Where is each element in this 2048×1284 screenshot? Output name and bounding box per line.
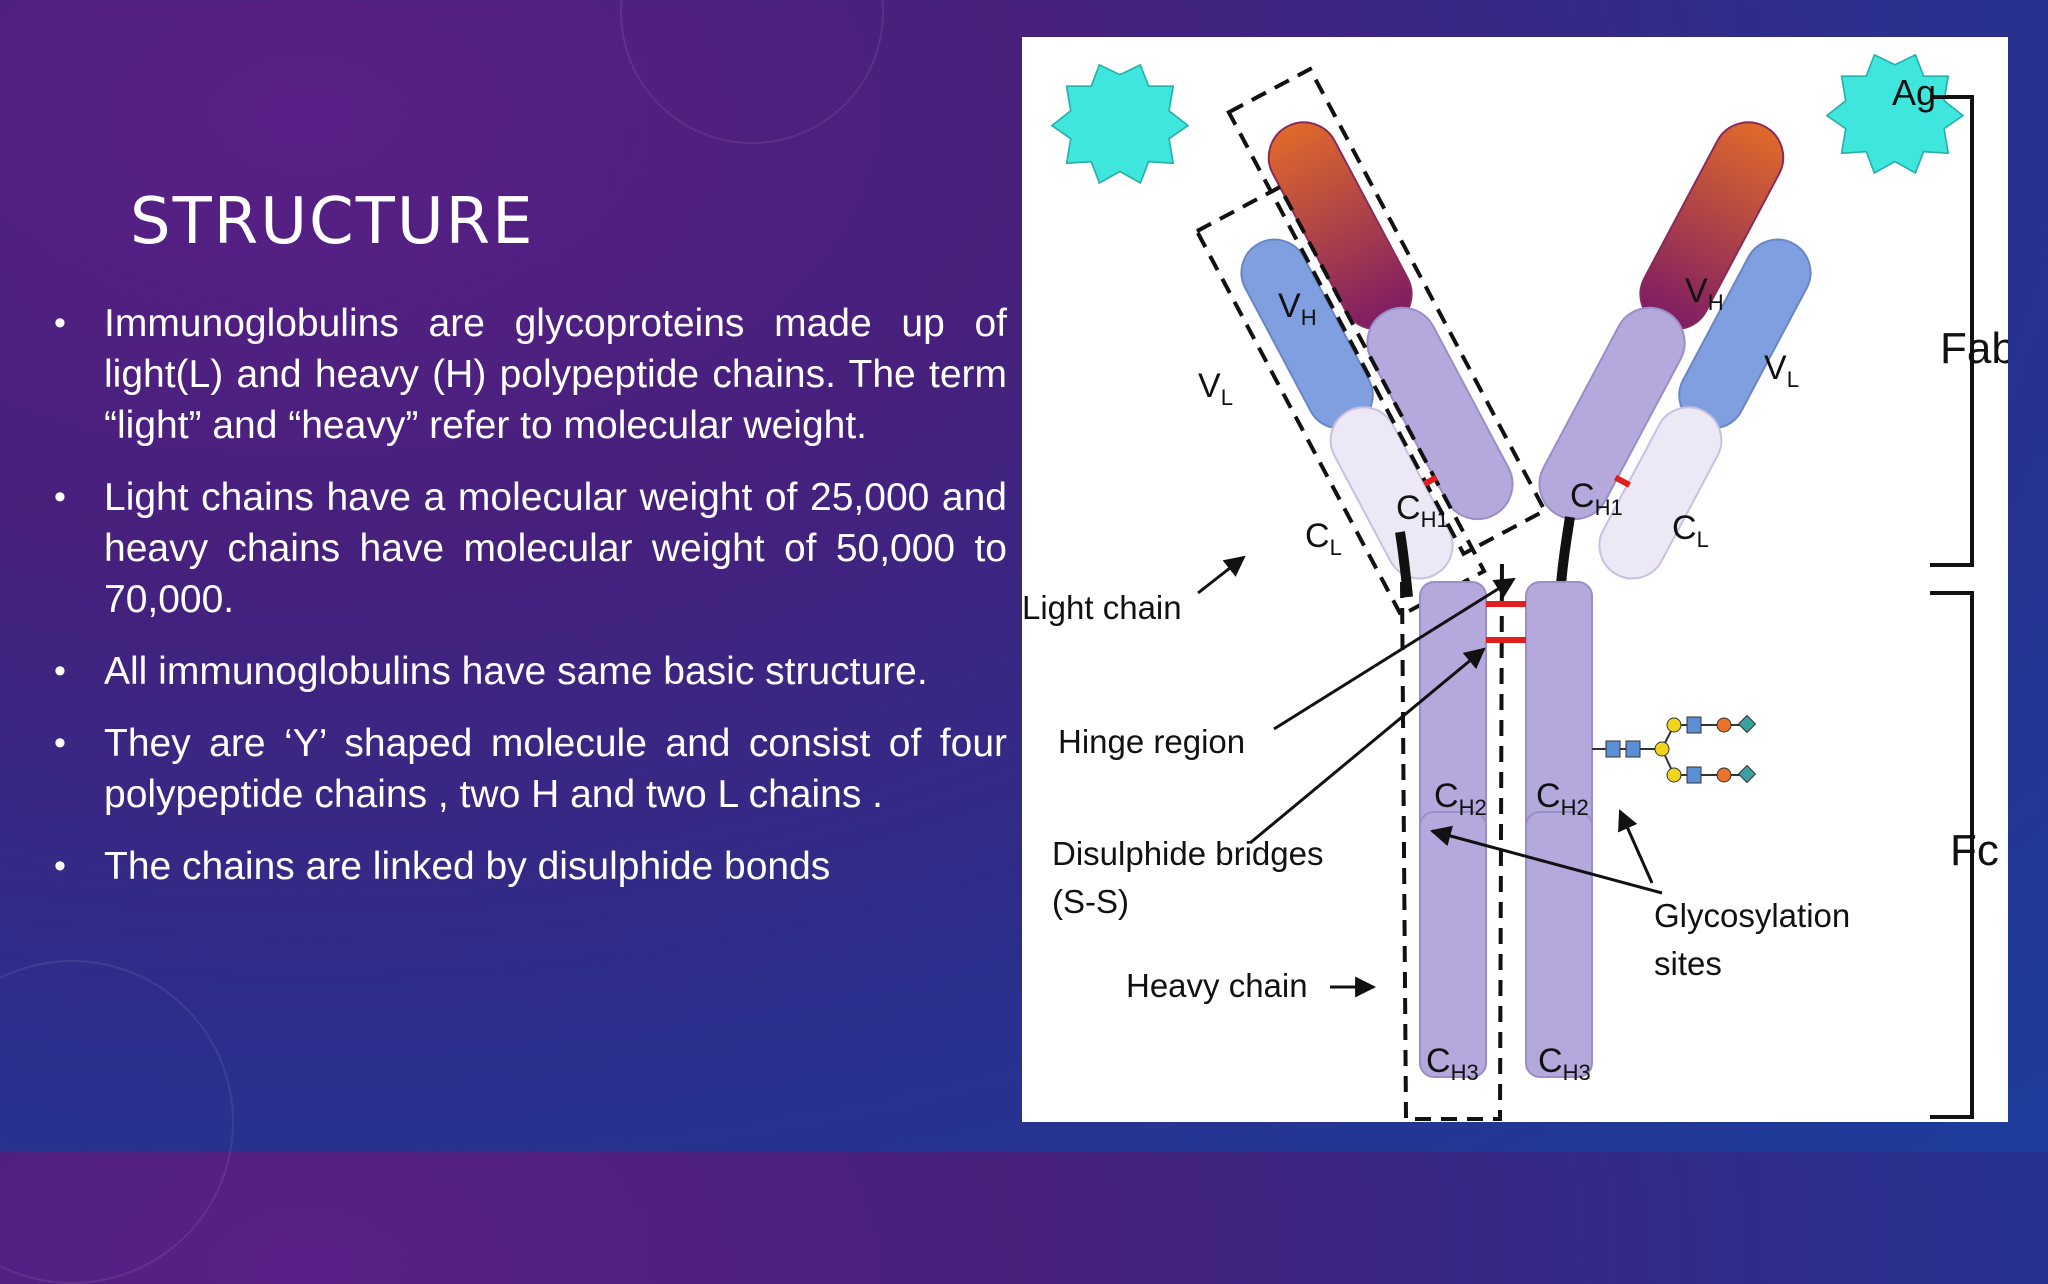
disulphide-bridges-label: Disulphide bridges: [1052, 835, 1324, 872]
antigen-right: Ag: [1825, 53, 1965, 175]
bullet-item: • All immunoglobulins have same basic str…: [54, 646, 1007, 697]
cl-label-right: CL: [1672, 509, 1709, 552]
bullet-dot: •: [54, 304, 66, 342]
disulphide-bridges-label-line2: (S-S): [1052, 883, 1129, 920]
fc-region: [1400, 556, 1593, 1121]
bullet-item: • The chains are linked by disulphide bon…: [54, 841, 1007, 892]
antigen-label: Ag: [1892, 72, 1936, 113]
fab-bracket: [1930, 95, 1974, 567]
left-fab-arm: [1194, 66, 1548, 618]
region-brackets: Fab Fc: [1930, 95, 2008, 1119]
glycan-tree: [1592, 714, 1757, 784]
bullet-text: Light chains have a molecular weight of …: [104, 476, 1007, 621]
bullet-dot: •: [54, 847, 66, 885]
glycosylation-label-line2: sites: [1654, 945, 1722, 982]
cl-domain-left: [1329, 406, 1454, 580]
glycosylation-arrow-1: [1429, 825, 1663, 895]
heavy-chain-label: Heavy chain: [1126, 967, 1308, 1004]
ch1-domain-right: [1538, 306, 1686, 521]
bullet-dot: •: [54, 724, 66, 762]
disulphide-arrow: [1249, 647, 1486, 845]
cl-label-left: CL: [1305, 517, 1342, 560]
disulphide-bond-right: [1613, 474, 1631, 488]
ch3-domain-right: [1525, 811, 1593, 1078]
bullet-item: • Light chains have a molecular weight of…: [54, 472, 1007, 625]
ch3-label-right: CH3: [1538, 1042, 1591, 1085]
heavy-chain-outline-lower: [1400, 556, 1504, 1121]
vh-label-right: VH: [1685, 272, 1724, 315]
bullet-text: Immunoglobulins are glycoproteins made u…: [104, 302, 1007, 447]
antigen-left: [1050, 63, 1190, 185]
bullet-item: • Immunoglobulins are glycoproteins made …: [54, 298, 1007, 451]
hinge-region-label: Hinge region: [1058, 723, 1245, 760]
background-decoration: [0, 960, 234, 1284]
annotations: Light chain Hinge region Disulphide brid…: [1022, 555, 1850, 1004]
bullet-list: • Immunoglobulins are glycoproteins made …: [54, 298, 1007, 913]
slide-title: STRUCTURE: [130, 185, 535, 259]
fc-label: Fc: [1950, 826, 1999, 875]
ch1-label-right: CH1: [1570, 477, 1623, 520]
hinge-region-arrow: [1273, 577, 1516, 731]
ch2-label-left: CH2: [1434, 777, 1487, 820]
glycosylation-arrow-2: [1618, 809, 1654, 884]
ch1-label-left: CH1: [1396, 489, 1449, 532]
domain-labels: VH VL CH1 CL VH VL CH1 CL CH2 CH2 CH3 CH…: [1198, 272, 1799, 1085]
bullet-text: They are ‘Y’ shaped molecule and consist…: [104, 722, 1007, 816]
light-chain-arrow: [1197, 555, 1246, 595]
vl-label-right: VL: [1764, 349, 1799, 392]
light-chain-label: Light chain: [1022, 589, 1182, 626]
bullet-text: All immunoglobulins have same basic stru…: [104, 650, 928, 693]
glycosylation-label: Glycosylation: [1654, 897, 1850, 934]
background-decoration: [620, 0, 884, 144]
cl-domain-right: [1598, 406, 1723, 580]
fab-label: Fab: [1940, 324, 2008, 373]
vl-label-left: VL: [1198, 367, 1233, 410]
antibody-diagram: Ag VH VL CH1 CL: [1022, 53, 2008, 1121]
ch3-domain-left: [1419, 811, 1487, 1078]
fc-bracket: [1930, 591, 1974, 1119]
ch2-label-right: CH2: [1536, 777, 1589, 820]
ch3-label-left: CH3: [1426, 1042, 1479, 1085]
heavy-chain-outline-upper: [1226, 66, 1548, 557]
bullet-item: • They are ‘Y’ shaped molecule and consis…: [54, 718, 1007, 820]
hinge-left: [1395, 531, 1413, 598]
bullet-dot: •: [54, 652, 66, 690]
disulphide-bond-left: [1422, 474, 1439, 487]
bullet-dot: •: [54, 478, 66, 516]
vh-label-left: VH: [1278, 287, 1317, 330]
right-fab-arm: [1538, 121, 1812, 580]
antibody-diagram-panel: Ag VH VL CH1 CL: [1022, 37, 2008, 1122]
bullet-text: The chains are linked by disulphide bond…: [104, 845, 831, 888]
